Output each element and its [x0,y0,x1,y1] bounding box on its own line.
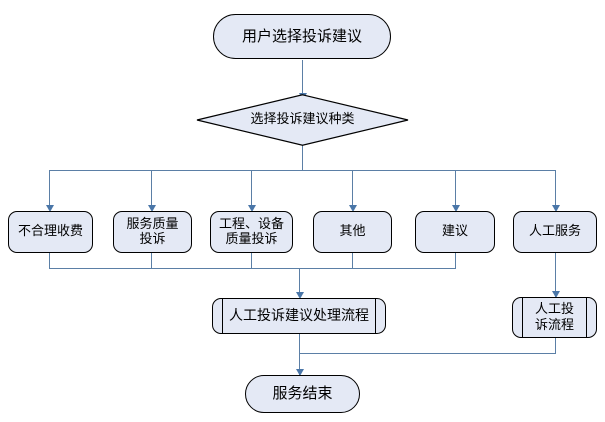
arrowhead-process-in [296,292,304,299]
arrowhead-opt6-in [552,205,560,212]
arrowhead-opt3-in [248,205,256,212]
node-process-label: 人工投 诉流程 [534,302,574,333]
connector-opt1-down [49,252,50,269]
node-option-engineering-equipment[interactable]: 工程、设备 质量投诉 [210,211,293,253]
node-option-manual-service[interactable]: 人工服务 [513,211,597,253]
node-option-label: 不合理收费 [17,224,83,240]
node-process-manual-complaint[interactable]: 人工投 诉流程 [512,297,597,338]
connector-opt5-down [455,252,456,269]
connector-bus-to-opt5 [455,170,456,210]
connector-start-to-decision [302,60,303,95]
connector-bus-merge [49,268,456,269]
node-decision[interactable]: 选择投诉建议种类 [196,94,409,146]
node-option-other[interactable]: 其他 [313,211,392,253]
node-option-suggestion[interactable]: 建议 [415,211,495,253]
node-option-label: 人工服务 [528,224,581,240]
node-process-complaint-handling[interactable]: 人工投诉建议处理流程 [212,298,386,334]
connector-bus-top [49,170,556,171]
connector-opt6-to-manual [555,252,556,297]
connector-to-end [299,353,300,375]
decision-diamond-shape [196,94,409,146]
node-decision-label: 选择投诉建议种类 [250,112,355,128]
node-option-label: 建议 [441,224,468,240]
node-end-label: 服务结束 [272,384,333,403]
arrowhead-opt1-in [46,205,54,212]
arrowhead-end-in [296,369,304,376]
node-option-label: 工程、设备 质量投诉 [218,216,284,247]
connector-opt4-down [352,252,353,269]
connector-bus-to-opt6 [555,170,556,210]
node-option-unreasonable-fee[interactable]: 不合理收费 [8,211,93,253]
node-end[interactable]: 服务结束 [245,375,360,413]
node-start-label: 用户选择投诉建议 [241,26,362,45]
connector-bus-to-opt2 [151,170,152,210]
node-option-label: 服务质量 投诉 [126,216,179,247]
arrowhead-opt2-in [148,205,156,212]
connector-opt2-down [151,252,152,269]
connector-opt3-down [251,252,252,269]
connector-merge-to-process [299,268,300,297]
arrowhead-opt5-in [452,205,460,212]
connector-bus-bottom [299,353,556,354]
connector-bus-to-opt4 [352,170,353,210]
connector-bus-to-opt1 [49,170,50,210]
connector-decision-to-bus [302,145,303,171]
connector-manual-down [555,338,556,354]
arrowhead-opt4-in [349,205,357,212]
node-process-label: 人工投诉建议处理流程 [229,307,369,324]
node-start[interactable]: 用户选择投诉建议 [213,14,391,59]
connector-bus-to-opt3 [251,170,252,210]
arrowhead-manual-in [552,291,560,298]
node-option-label: 其他 [339,224,366,240]
node-option-service-quality[interactable]: 服务质量 投诉 [113,211,192,253]
connector-process-down [299,334,300,354]
